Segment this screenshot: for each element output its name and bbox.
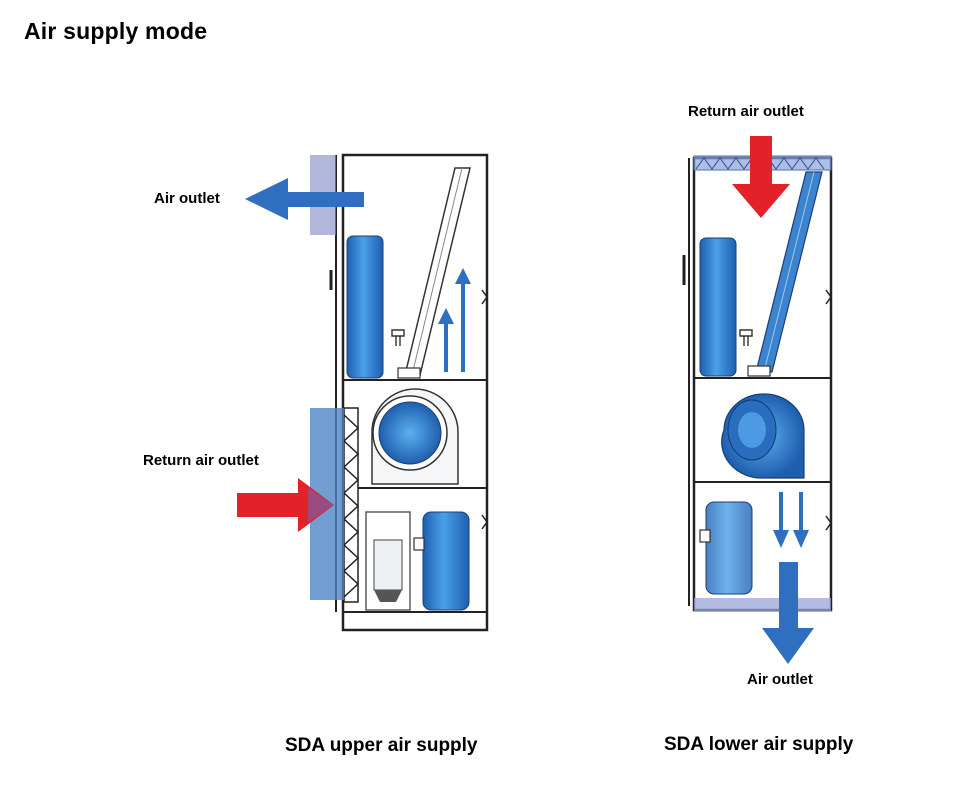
right-internal-down-arrows <box>773 492 809 548</box>
right-evaporator-cylinder <box>699 237 737 377</box>
left-return-label: Return air outlet <box>143 452 259 469</box>
right-bottom-supply-grille <box>694 598 831 612</box>
left-compressor <box>422 511 470 611</box>
left-internal-up-arrows <box>438 268 471 372</box>
right-supply-label: Air outlet <box>747 671 813 688</box>
right-unit <box>682 136 833 664</box>
right-compressor <box>705 501 753 595</box>
left-valve-icon <box>391 329 405 346</box>
right-unit-caption: SDA lower air supply <box>664 734 854 755</box>
left-fan-icon <box>378 401 442 465</box>
right-valve-icon <box>739 329 753 346</box>
left-supply-arrow <box>245 178 364 220</box>
left-unit <box>237 153 489 632</box>
right-supply-arrow <box>762 562 814 664</box>
left-supply-label: Air outlet <box>154 190 220 207</box>
right-return-arrow <box>732 136 790 218</box>
page-title: Air supply mode <box>24 18 208 44</box>
left-evaporator-cylinder <box>346 235 384 379</box>
left-unit-caption: SDA upper air supply <box>285 735 478 756</box>
right-return-label: Return air outlet <box>688 103 804 120</box>
